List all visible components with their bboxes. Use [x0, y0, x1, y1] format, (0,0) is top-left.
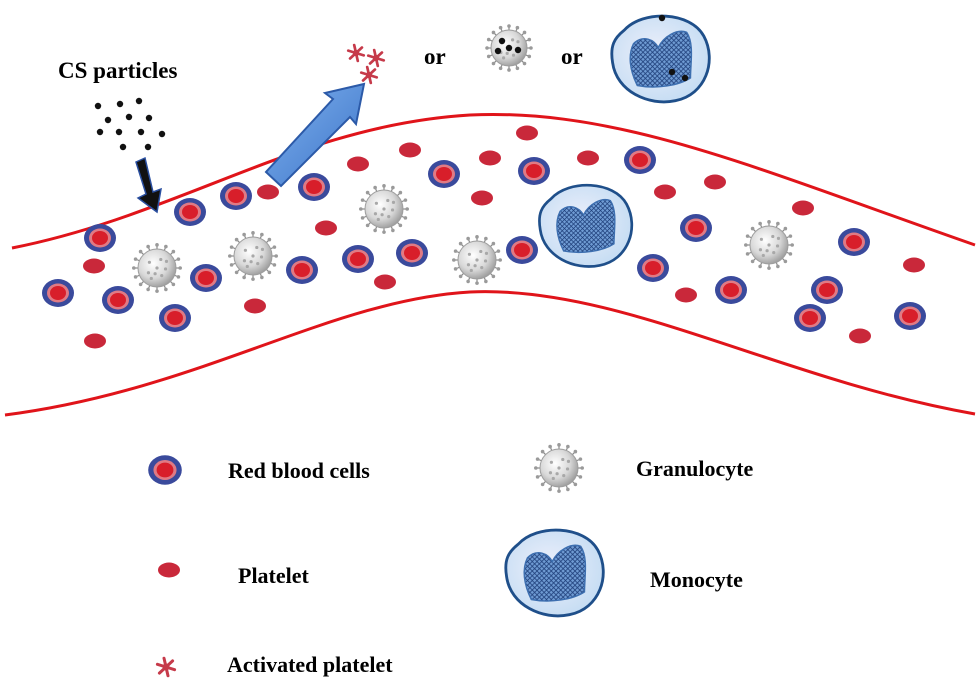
granulocyte [132, 243, 182, 293]
red-blood-cell [84, 224, 116, 252]
or-label: or [424, 44, 446, 69]
red-blood-cell [102, 286, 134, 314]
red-blood-cell [190, 264, 222, 292]
red-blood-cell [794, 304, 826, 332]
platelet [244, 298, 266, 314]
red-blood-cell [624, 146, 656, 174]
legend-label-platelet: Platelet [238, 563, 309, 588]
platelet [516, 125, 538, 141]
cs-particle-dots [94, 97, 166, 151]
vessel-upper-wall [11, 112, 976, 250]
platelet [675, 287, 697, 303]
monocyte [538, 183, 634, 268]
red-blood-cell [396, 239, 428, 267]
red-blood-cell [148, 455, 182, 485]
platelet [479, 150, 501, 166]
red-blood-cell [220, 182, 252, 210]
platelet [903, 257, 925, 273]
red-blood-cell [680, 214, 712, 242]
monocyte-with-particles [610, 14, 711, 104]
legend-label-monocyte: Monocyte [650, 567, 743, 592]
platelet [158, 562, 180, 578]
granulocyte [452, 235, 502, 285]
vessel-lower-wall [4, 290, 976, 417]
red-blood-cell [342, 245, 374, 273]
activated-platelet [359, 65, 379, 85]
red-blood-cell [298, 173, 330, 201]
granulocyte [359, 184, 409, 234]
platelet [257, 184, 279, 200]
activated-platelet [366, 48, 386, 68]
red-blood-cell [811, 276, 843, 304]
red-blood-cell [428, 160, 460, 188]
monocyte [504, 528, 605, 618]
vessel-cells [42, 125, 926, 349]
red-blood-cell [715, 276, 747, 304]
red-blood-cell [518, 157, 550, 185]
red-blood-cell [894, 302, 926, 330]
activation-arrow [264, 82, 366, 188]
platelet [315, 220, 337, 236]
legend-icons [148, 443, 605, 678]
legend-label-red-blood-cells: Red blood cells [228, 458, 370, 483]
platelet [577, 150, 599, 166]
legend-label-granulocyte: Granulocyte [636, 456, 754, 481]
red-blood-cell [838, 228, 870, 256]
legend-label-activated-platelet: Activated platelet [227, 652, 393, 677]
or-label: or [561, 44, 583, 69]
cs-entry-arrow [135, 156, 162, 214]
platelet [374, 274, 396, 290]
platelet [399, 142, 421, 158]
platelet [654, 184, 676, 200]
granulocyte [228, 231, 278, 281]
activated-platelet [346, 43, 366, 63]
red-blood-cell [174, 198, 206, 226]
red-blood-cell [637, 254, 669, 282]
platelet [471, 190, 493, 206]
platelet [83, 258, 105, 274]
activated-platelet [155, 656, 177, 678]
granulocyte-with-particles [485, 24, 533, 72]
monocyte [610, 14, 711, 104]
platelet [704, 174, 726, 190]
platelet [84, 333, 106, 349]
red-blood-cell [506, 236, 538, 264]
granulocyte [744, 220, 794, 270]
platelet [849, 328, 871, 344]
red-blood-cell [159, 304, 191, 332]
granulocyte [534, 443, 584, 493]
red-blood-cell [42, 279, 74, 307]
activated-platelet-cluster [346, 43, 386, 85]
platelet [792, 200, 814, 216]
red-blood-cell [286, 256, 318, 284]
cs-particles-label: CS particles [58, 58, 178, 83]
platelet [347, 156, 369, 172]
